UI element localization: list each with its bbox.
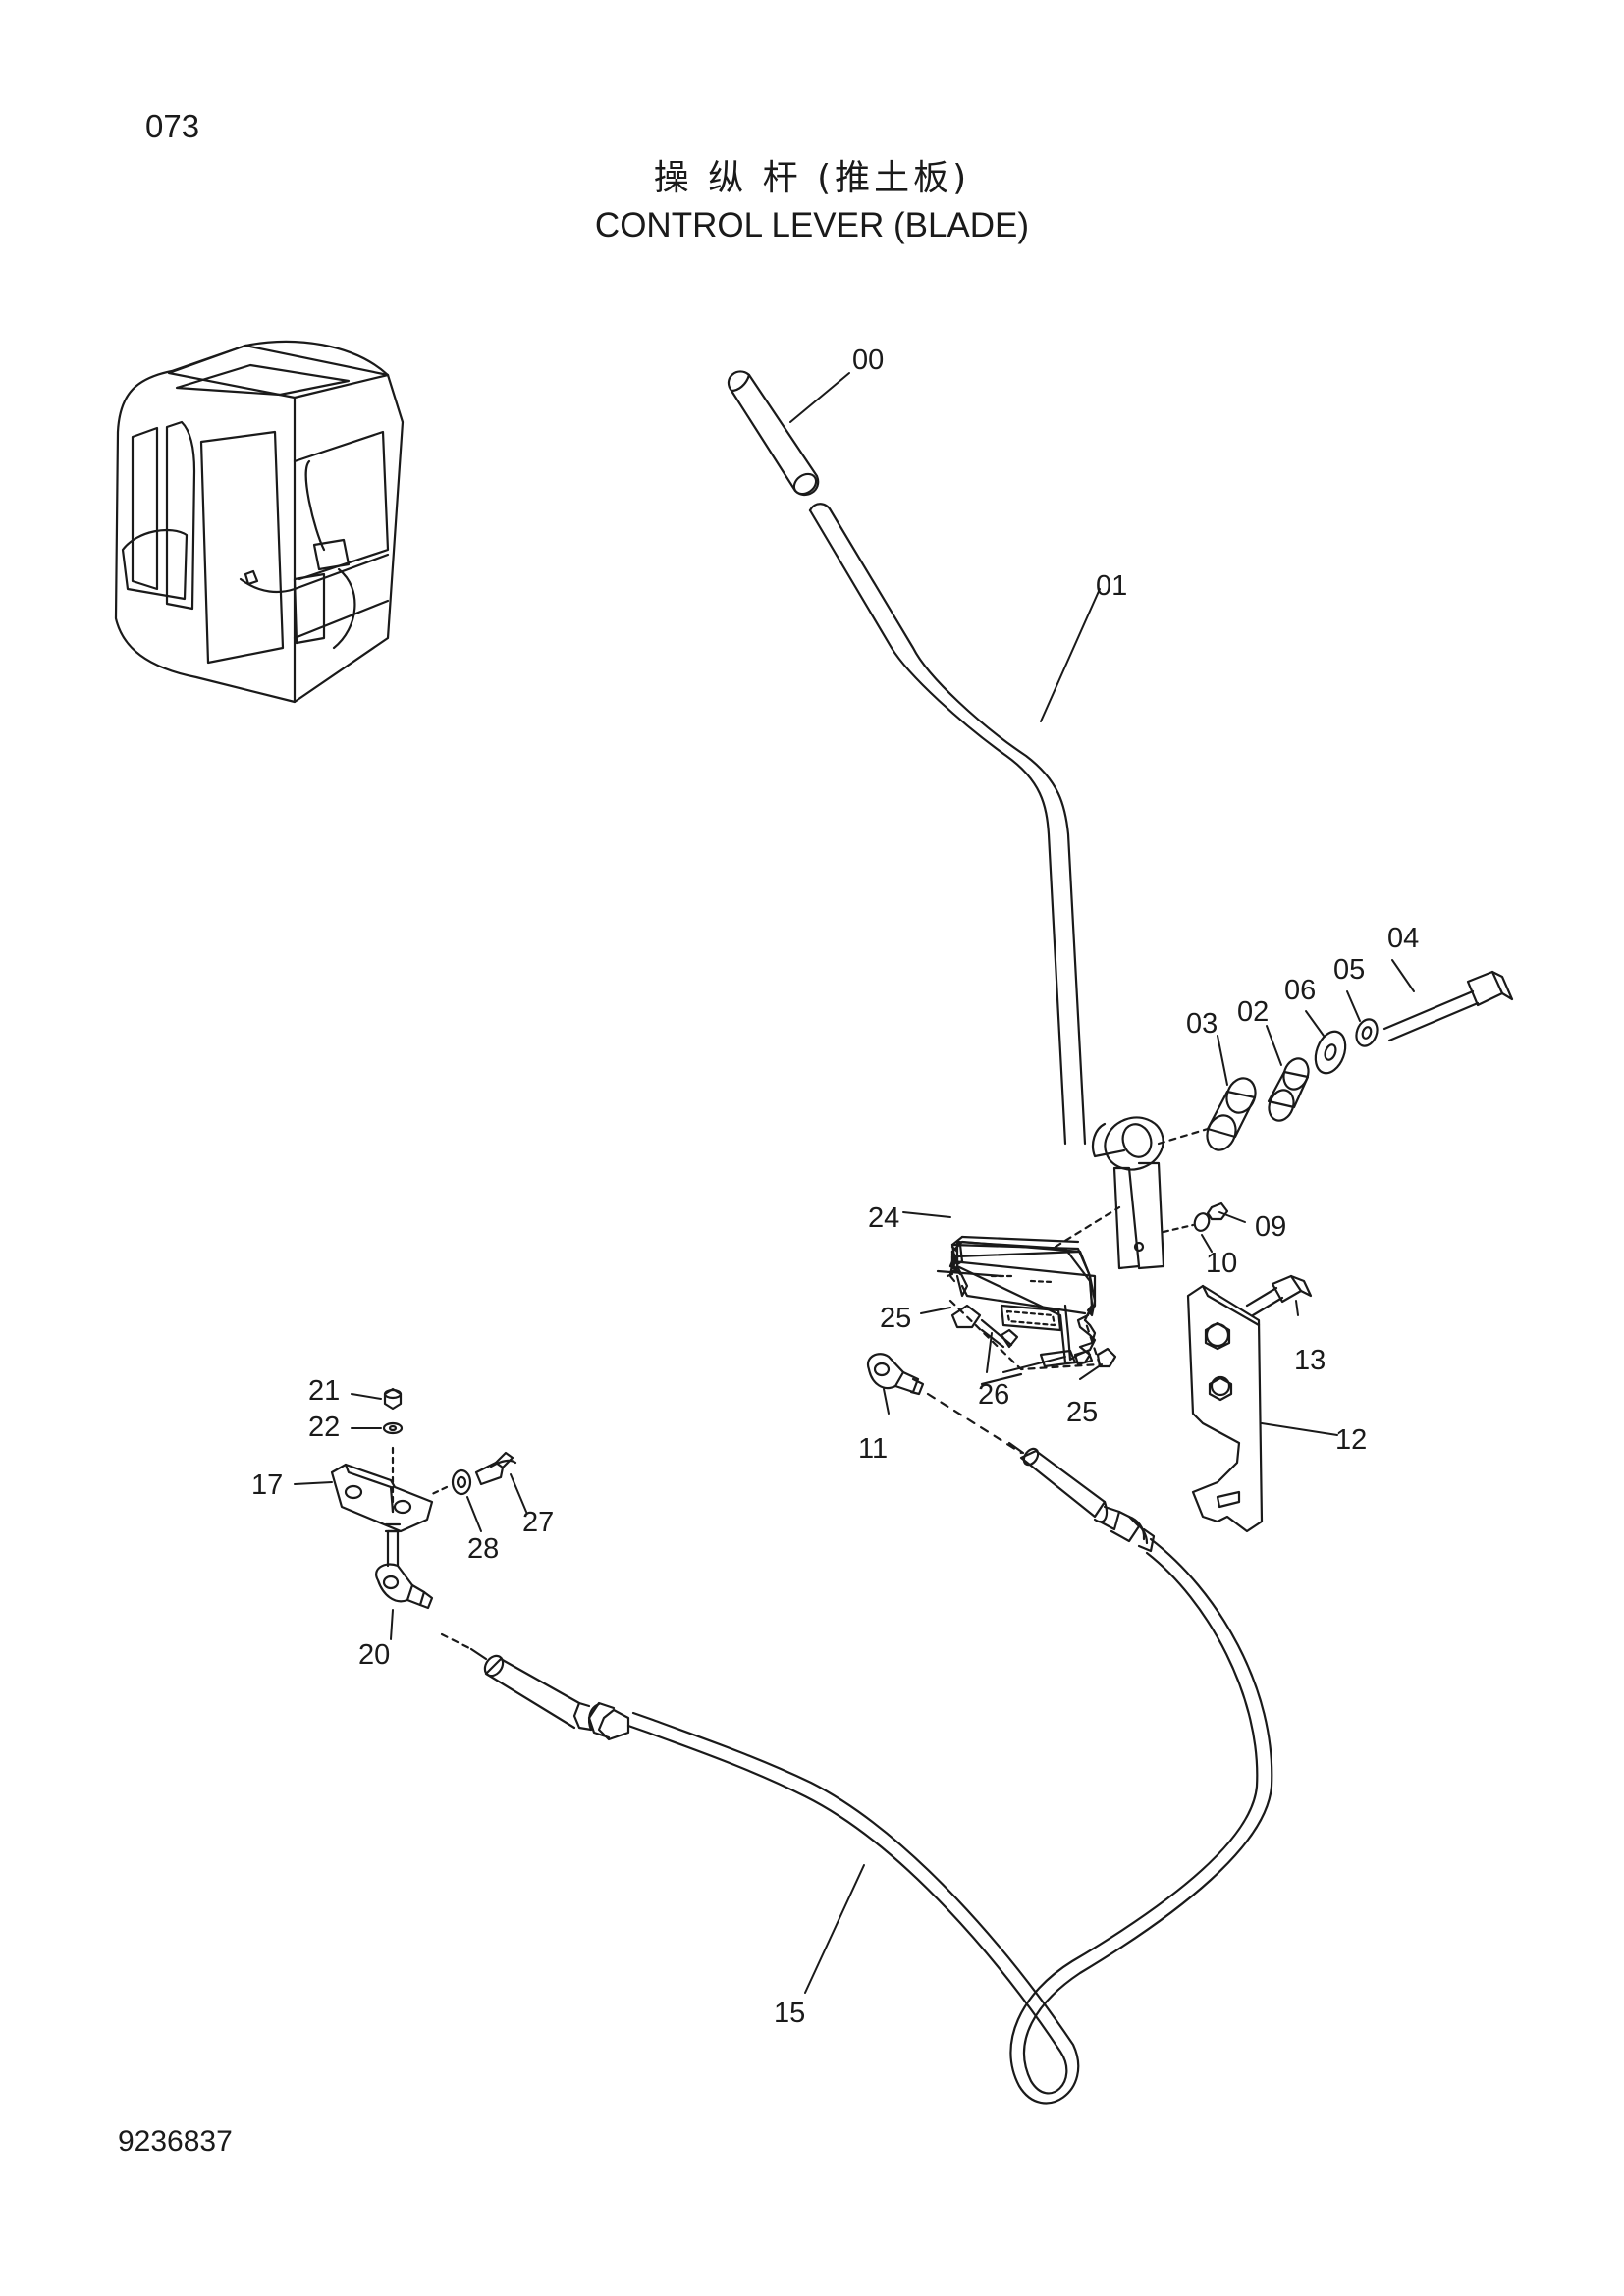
part-label-15: 15 <box>774 1998 805 2029</box>
lever-rod <box>808 503 1165 1270</box>
part-label-09: 09 <box>1255 1211 1286 1243</box>
bracket-plate <box>936 1205 1121 1364</box>
part-label-04: 04 <box>1387 923 1419 954</box>
part-label-28: 28 <box>467 1533 499 1565</box>
part-label-02: 02 <box>1237 996 1269 1028</box>
nut-washer-09-10 <box>1162 1201 1229 1234</box>
part-label-03: 03 <box>1186 1008 1218 1040</box>
part-label-27: 27 <box>522 1507 554 1538</box>
page-title-english: CONTROL LEVER (BLADE) <box>594 206 1030 244</box>
part-label-24: 24 <box>868 1202 899 1234</box>
part-label-06: 06 <box>1284 975 1316 1006</box>
rod-end-lower <box>375 1522 434 1610</box>
part-label-25-right: 25 <box>1066 1397 1098 1428</box>
page-number: 073 <box>145 108 200 144</box>
part-label-12: 12 <box>1335 1424 1367 1456</box>
part-number-labels: 00 01 02 03 04 05 06 09 10 11 12 13 15 1… <box>251 345 1419 2029</box>
part-label-05: 05 <box>1333 954 1365 986</box>
part-label-01: 01 <box>1096 570 1127 602</box>
hardware-25-26 <box>948 1299 1117 1386</box>
part-label-13: 13 <box>1294 1345 1326 1376</box>
part-label-10: 10 <box>1206 1248 1237 1279</box>
cable-end-lower <box>440 1632 630 1741</box>
part-label-22: 22 <box>308 1412 340 1443</box>
part-label-25-left: 25 <box>880 1303 911 1334</box>
cab-location-inset <box>114 340 405 704</box>
cable-bracket <box>1186 1274 1313 1533</box>
lever-grip <box>727 370 820 497</box>
page-title-chinese: 操 纵 杆 (推土板) <box>653 158 971 198</box>
part-label-20: 20 <box>358 1639 390 1671</box>
pivot-hardware <box>1157 970 1514 1151</box>
part-label-26: 26 <box>978 1379 1009 1411</box>
leader-lines <box>294 372 1415 1994</box>
part-label-11: 11 <box>858 1433 888 1465</box>
cable-end-upper <box>1007 1441 1156 1553</box>
control-cable <box>626 1537 1273 2105</box>
part-label-17: 17 <box>251 1469 283 1501</box>
part-label-00: 00 <box>852 345 884 376</box>
part-label-21: 21 <box>308 1375 340 1407</box>
lower-bracket <box>330 1387 517 1533</box>
rod-end-upper <box>866 1353 1023 1455</box>
drawing-number: 9236837 <box>118 2125 233 2158</box>
